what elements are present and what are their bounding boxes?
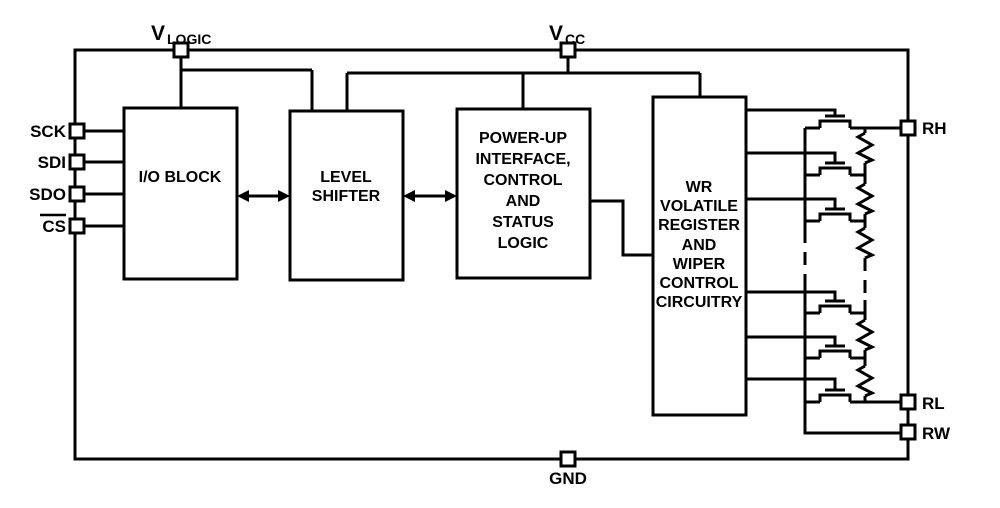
svg-text:REGISTER: REGISTER xyxy=(658,217,740,234)
svg-text:LOGIC: LOGIC xyxy=(167,31,211,47)
pin-vcc xyxy=(559,41,577,59)
vlogic-label: V LOGIC xyxy=(151,22,211,47)
pin-sck xyxy=(68,122,86,140)
svg-text:WIPER: WIPER xyxy=(673,256,726,273)
cs-label: CS xyxy=(40,213,66,236)
gnd-label: GND xyxy=(549,469,587,488)
resistor-chain xyxy=(854,128,876,402)
svg-text:SHIFTER: SHIFTER xyxy=(312,188,381,205)
pin-sdi xyxy=(68,153,86,171)
rl-label: RL xyxy=(922,394,945,413)
channel xyxy=(818,119,852,128)
wiper-bus xyxy=(803,128,901,435)
resistor-4 xyxy=(854,318,876,352)
svg-text:STATUS: STATUS xyxy=(492,214,554,231)
channel xyxy=(818,212,852,221)
svg-text:V: V xyxy=(549,22,563,45)
wire-powerup-to-wiperblock xyxy=(590,199,653,257)
arrow-left-icon xyxy=(237,190,249,202)
bidir-arrow-levelshifter-powerup xyxy=(403,190,457,202)
gate-wire xyxy=(746,108,837,116)
pin-rl xyxy=(899,393,917,411)
mosfet-switch-6 xyxy=(746,377,901,404)
svg-text:AND: AND xyxy=(682,237,717,254)
resistor-2 xyxy=(854,182,876,216)
power-up-block xyxy=(455,107,592,280)
rh-label: RH xyxy=(922,119,947,138)
rw-label: RW xyxy=(922,424,951,443)
sdo-label: SDO xyxy=(29,185,66,204)
channel xyxy=(818,349,852,358)
vcc-supply-wires xyxy=(345,57,702,111)
svg-text:CC: CC xyxy=(565,31,585,47)
vcc-label: V CC xyxy=(549,22,585,47)
channel xyxy=(818,304,852,313)
mosfet-switch-4 xyxy=(746,290,865,315)
svg-text:CONTROL: CONTROL xyxy=(659,275,738,292)
resistor-3 xyxy=(854,226,876,260)
gate-wire xyxy=(746,290,837,301)
power-up-label: POWER-UP INTERFACE, CONTROL AND STATUS L… xyxy=(475,130,570,252)
arrow-right-icon xyxy=(278,190,290,202)
svg-text:AND: AND xyxy=(506,193,541,210)
bidir-arrow-io-levelshifter xyxy=(237,190,290,202)
spi-pin-wires xyxy=(84,129,124,228)
svg-text:VOLATILE: VOLATILE xyxy=(660,198,738,215)
resistor-5 xyxy=(854,364,876,398)
pin-rw xyxy=(899,423,917,441)
io-block xyxy=(122,106,239,281)
gate-wire xyxy=(746,335,837,346)
mosfet-switch-2 xyxy=(746,151,865,177)
mosfet-switch-5 xyxy=(746,335,865,360)
io-block-label: I/O BLOCK xyxy=(139,169,222,186)
wiper-bus-lower-to-rw xyxy=(803,287,901,435)
gate-wire xyxy=(746,151,837,163)
pin-gnd xyxy=(559,450,577,468)
pin-vlogic xyxy=(172,41,190,59)
svg-text:CS: CS xyxy=(42,217,66,236)
pin-cs xyxy=(68,217,86,235)
sck-label: SCK xyxy=(30,122,67,141)
svg-text:V: V xyxy=(151,22,165,45)
svg-text:INTERFACE,: INTERFACE, xyxy=(475,151,570,168)
level-shifter-block xyxy=(288,109,405,282)
gate-wire xyxy=(746,197,837,209)
resistor-1 xyxy=(854,131,876,165)
vlogic-supply-wires xyxy=(179,57,314,111)
wire-vlogic-to-levelshifter xyxy=(181,68,314,111)
svg-text:POWER-UP: POWER-UP xyxy=(479,130,567,147)
pin-rh xyxy=(899,119,917,137)
wiper-control-label: WR VOLATILE REGISTER AND WIPER CONTROL C… xyxy=(656,179,743,311)
mosfet-switch-1 xyxy=(746,108,901,130)
pin-sdo xyxy=(68,185,86,203)
svg-text:CONTROL: CONTROL xyxy=(483,172,562,189)
svg-text:CIRCUITRY: CIRCUITRY xyxy=(656,294,743,311)
mosfet-switch-3 xyxy=(746,197,865,223)
level-shifter-label: LEVEL SHIFTER xyxy=(312,169,381,205)
svg-text:LOGIC: LOGIC xyxy=(498,235,549,252)
gate-wire xyxy=(746,377,837,390)
channel xyxy=(818,393,852,402)
arrow-right-icon xyxy=(445,190,457,202)
svg-text:WR: WR xyxy=(686,179,713,196)
channel xyxy=(818,166,852,175)
arrow-left-icon xyxy=(403,190,415,202)
svg-text:LEVEL: LEVEL xyxy=(320,169,372,186)
chip-boundary xyxy=(73,48,910,461)
sdi-label: SDI xyxy=(38,153,66,172)
